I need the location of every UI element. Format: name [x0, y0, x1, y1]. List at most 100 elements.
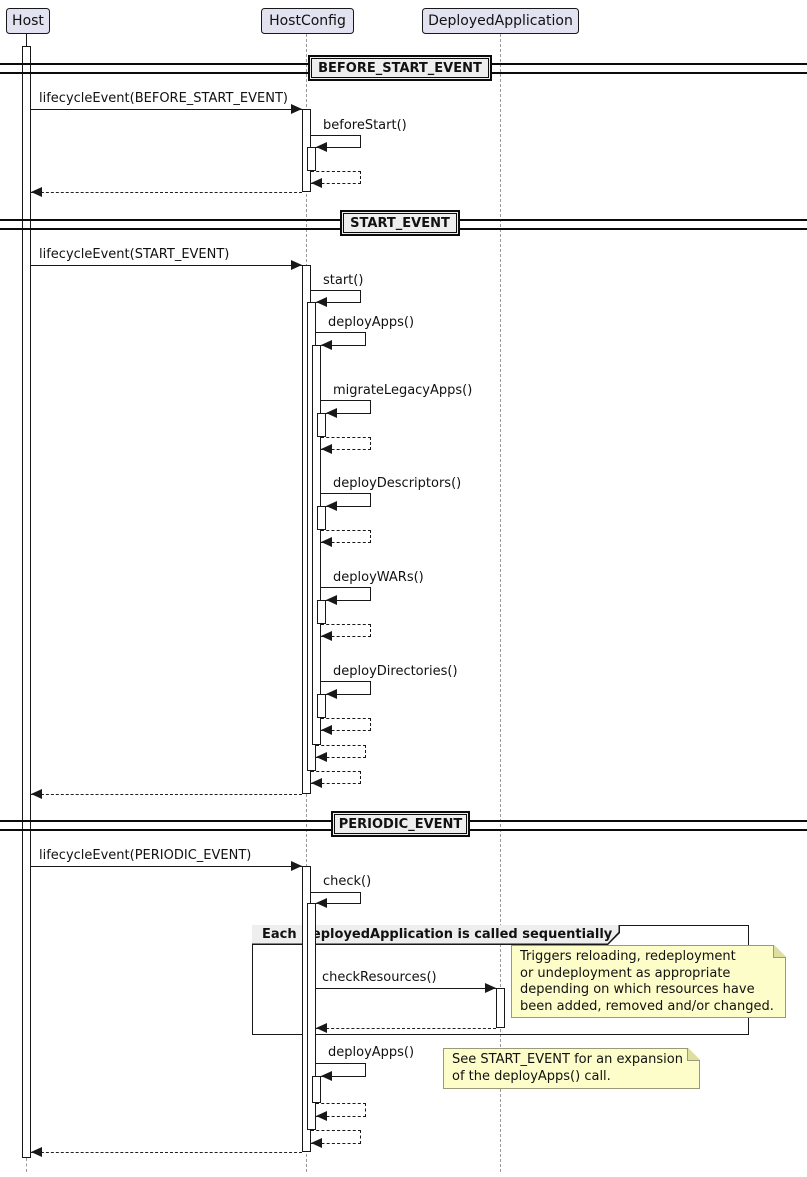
- participant-label: Host: [12, 13, 44, 29]
- message-label: lifecycleEvent(START_EVENT): [39, 247, 230, 262]
- arrowhead: [31, 1147, 42, 1157]
- self-call-deploy-descriptors: [321, 493, 371, 507]
- divider-start-event: START_EVENT: [340, 210, 460, 236]
- arrowhead: [316, 142, 327, 152]
- arrowhead: [326, 501, 337, 511]
- activation-bar: [312, 1076, 321, 1103]
- message-arrow-check-resources: [316, 988, 496, 989]
- note-line: depending on which resources have: [520, 982, 755, 997]
- activation-bar-deployedapplication: [495, 988, 505, 1028]
- self-call-deploy-apps: [316, 332, 366, 346]
- arrowhead: [326, 689, 337, 699]
- activation-bar: [312, 345, 321, 745]
- return-arrow-to-host: [31, 192, 302, 193]
- activation-bar: [317, 600, 326, 624]
- participant-deployedapplication: DeployedApplication: [422, 8, 579, 34]
- activation-bar-host: [22, 46, 31, 1158]
- participant-label: DeployedApplication: [428, 13, 573, 29]
- divider-label: BEFORE_START_EVENT: [318, 60, 482, 76]
- message-label: lifecycleEvent(PERIODIC_EVENT): [39, 848, 252, 863]
- arrowhead: [321, 444, 332, 454]
- message-label: start(): [323, 273, 364, 288]
- return-arrow-check-resources: [316, 1028, 496, 1029]
- self-call-deploy-directories: [321, 681, 371, 695]
- arrowhead: [291, 861, 302, 871]
- activation-bar: [307, 903, 316, 1130]
- self-call-migrate-legacy-apps: [321, 400, 371, 414]
- message-label: checkResources(): [322, 970, 437, 985]
- divider-before-start-event: BEFORE_START_EVENT: [308, 55, 492, 81]
- message-label: migrateLegacyApps(): [333, 383, 473, 398]
- divider-label: START_EVENT: [350, 215, 450, 231]
- self-return: [311, 771, 361, 784]
- activation-bar: [317, 413, 326, 437]
- group-title-label: Each DeployedApplication is called seque…: [262, 926, 613, 942]
- self-return: [321, 530, 371, 543]
- note-line: See START_EVENT for an expansion: [452, 1052, 683, 1067]
- arrowhead: [326, 408, 337, 418]
- message-label: check(): [323, 874, 372, 889]
- message-arrow-lifecycle-periodic: [31, 866, 302, 867]
- return-arrow-to-host: [31, 794, 302, 795]
- arrowhead: [321, 631, 332, 641]
- arrowhead: [326, 595, 337, 605]
- self-call-deploy-wars: [321, 587, 371, 601]
- message-arrow-lifecycle-before: [31, 109, 302, 110]
- note-line: Triggers reloading, redeployment: [520, 949, 736, 964]
- arrowhead: [484, 983, 496, 993]
- arrowhead: [321, 1071, 332, 1081]
- divider-periodic-event: PERIODIC_EVENT: [331, 811, 470, 837]
- note-line: of the deployApps() call.: [452, 1068, 611, 1084]
- activation-bar: [317, 694, 326, 718]
- divider-label: PERIODIC_EVENT: [338, 816, 463, 832]
- arrowhead: [31, 789, 42, 799]
- arrowhead: [291, 104, 302, 114]
- self-return: [316, 1103, 366, 1117]
- arrowhead: [316, 1023, 327, 1033]
- message-label: lifecycleEvent(BEFORE_START_EVENT): [39, 91, 288, 106]
- self-call-check: [311, 892, 361, 904]
- note-deploy-apps: See START_EVENT for an expansion of the …: [443, 1048, 700, 1089]
- message-label: deployWARs(): [333, 570, 424, 585]
- lifeline-deployedapplication: [499, 34, 501, 1172]
- self-call-start: [311, 290, 361, 303]
- note-line: or undeployment as appropriate: [520, 965, 731, 981]
- message-label: deployApps(): [328, 1045, 415, 1060]
- arrowhead: [316, 752, 327, 762]
- self-return: [321, 624, 371, 637]
- note-line: been added, removed and/or changed.: [520, 998, 774, 1014]
- participant-host: Host: [6, 8, 50, 34]
- self-return: [316, 745, 366, 758]
- lifeline-host: [26, 34, 27, 46]
- activation-bar: [317, 506, 326, 530]
- arrowhead: [321, 725, 332, 735]
- arrowhead: [321, 340, 332, 350]
- arrowhead: [321, 537, 332, 547]
- message-arrow-lifecycle-start: [31, 265, 302, 266]
- arrowhead: [316, 297, 327, 307]
- message-label: deployDescriptors(): [333, 476, 462, 491]
- self-call-deploy-apps-periodic: [316, 1063, 366, 1077]
- arrowhead: [316, 898, 327, 908]
- message-label: deployDirectories(): [333, 664, 458, 679]
- arrowhead: [316, 1111, 327, 1121]
- self-return: [311, 1130, 361, 1144]
- arrowhead: [291, 260, 302, 270]
- participant-hostconfig: HostConfig: [261, 8, 354, 34]
- arrowhead: [311, 778, 322, 788]
- arrowhead: [311, 1138, 322, 1148]
- participant-label: HostConfig: [269, 13, 346, 29]
- note-check-resources: Triggers reloading, redeployment or unde…: [511, 945, 786, 1018]
- message-label: beforeStart(): [323, 118, 407, 133]
- return-arrow-to-host: [31, 1152, 302, 1153]
- activation-bar: [307, 147, 316, 171]
- lifeline-host: [26, 1158, 27, 1172]
- group-title: Each DeployedApplication is called seque…: [252, 925, 620, 945]
- self-return: [311, 171, 361, 184]
- self-return: [321, 718, 371, 731]
- arrowhead: [311, 178, 322, 188]
- self-call-before-start: [311, 135, 361, 148]
- message-label: deployApps(): [328, 315, 415, 330]
- self-return: [321, 437, 371, 450]
